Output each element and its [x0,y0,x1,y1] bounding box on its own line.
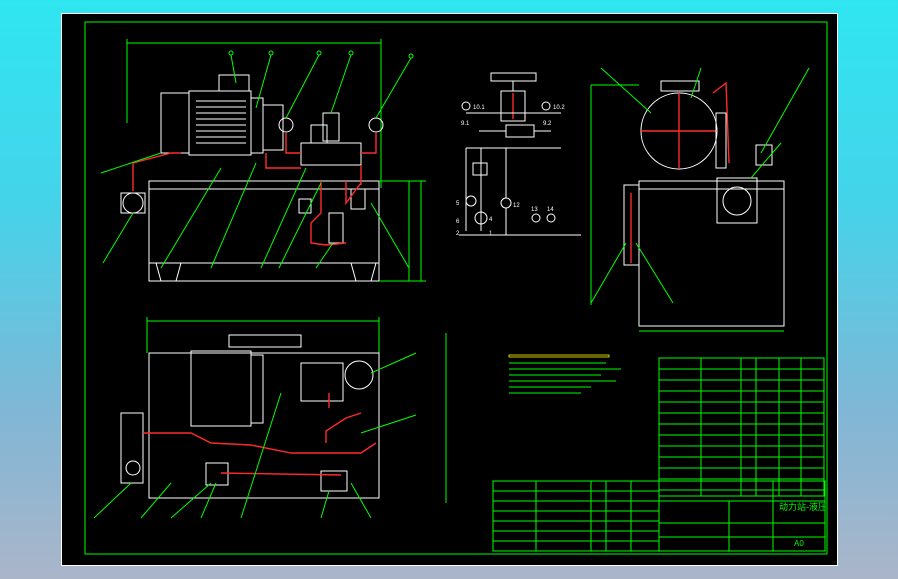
hydraulic-schematic: 10.1 10.2 9.1 9.2 5 6 4 2 1 12 13 14 [456,72,581,237]
svg-text:10.1: 10.1 [473,105,485,111]
svg-text:14: 14 [547,207,554,213]
svg-text:9.1: 9.1 [461,121,470,127]
side-view [590,67,810,332]
svg-text:13: 13 [531,207,538,213]
top-view [93,317,447,519]
svg-text:2: 2 [456,231,460,237]
inner-border [84,21,828,555]
svg-text:6: 6 [456,219,460,225]
technical-notes [508,354,621,394]
outer-border [61,13,838,566]
drawing-title: 动力站-液压站 [779,502,825,512]
svg-text:5: 5 [456,201,460,207]
cad-drawing: 10.1 10.2 9.1 9.2 5 6 4 2 1 12 13 14 [61,13,838,566]
sheet-size-label: A0 [794,539,804,548]
bill-of-materials [658,357,825,497]
svg-text:4: 4 [489,217,493,223]
drawing-sheet: 10.1 10.2 9.1 9.2 5 6 4 2 1 12 13 14 [61,13,838,566]
svg-text:10.2: 10.2 [553,105,565,111]
front-view [100,39,426,282]
svg-text:1: 1 [489,231,493,237]
svg-text:12: 12 [513,203,520,209]
title-block [492,480,826,552]
svg-text:9.2: 9.2 [543,121,552,127]
